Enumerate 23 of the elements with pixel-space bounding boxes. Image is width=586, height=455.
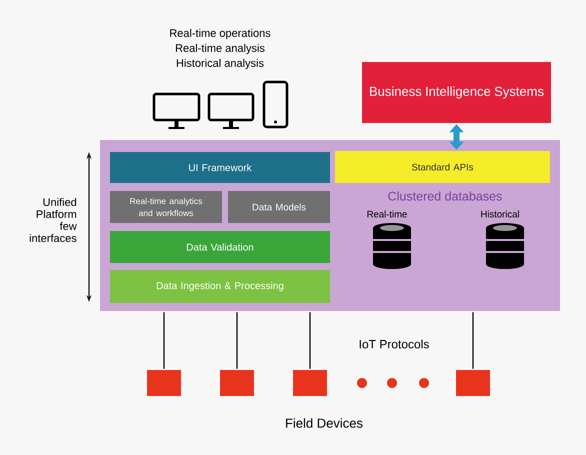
device-square xyxy=(293,370,327,396)
device-square xyxy=(147,370,181,396)
connector xyxy=(309,312,311,369)
layer-box: Data Ingestion & Processing xyxy=(110,270,330,303)
protocol-label: IoT Protocols xyxy=(360,340,429,348)
connector xyxy=(472,312,474,369)
layer-box: Data Models xyxy=(228,191,330,223)
layer-box: UI Framework xyxy=(110,152,330,183)
layer-box: Data Validation xyxy=(110,231,330,263)
bottom-caption: Field Devices xyxy=(286,418,363,428)
layer-box: Standard APIs xyxy=(335,151,550,183)
database-label: Real-time xyxy=(367,210,407,218)
caption-text: Historical analysis xyxy=(176,58,264,70)
caption-text: Real-time operations xyxy=(170,28,270,40)
device-square xyxy=(456,370,490,396)
layer-box: Real-time analytics and workflows xyxy=(110,191,222,223)
database-label: Historical xyxy=(481,210,519,218)
caption-text: Real-time analysis xyxy=(176,44,264,54)
side-label: Unified Platform few interfaces xyxy=(30,198,77,242)
device-square xyxy=(220,370,254,396)
connector xyxy=(236,312,238,369)
connector xyxy=(163,312,165,369)
system-box: Business Intelligence Systems xyxy=(362,62,551,123)
